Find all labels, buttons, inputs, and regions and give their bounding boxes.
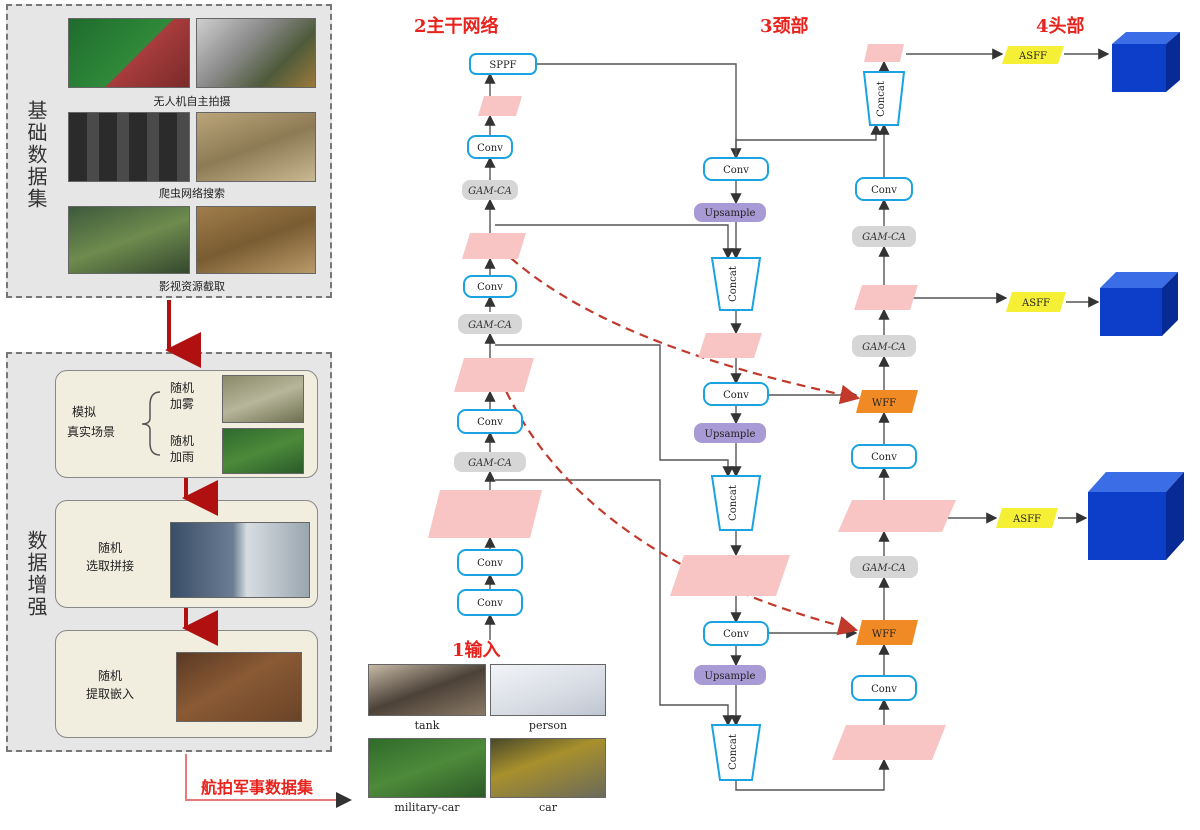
conv-label-r3: Conv (871, 185, 897, 196)
conv-label-b2: Conv (477, 282, 503, 293)
feature-map-r1 (832, 725, 946, 760)
concat-label-r1: Concat (876, 81, 887, 117)
output-cube-small (1112, 32, 1180, 92)
feature-map-n1 (698, 333, 762, 358)
conv-label-r1: Conv (871, 684, 897, 695)
gam-label-r1: GAM-CA (862, 563, 906, 574)
gam-label-r3: GAM-CA (862, 232, 906, 243)
conv-label-b4: Conv (477, 558, 503, 569)
gam-label-r2: GAM-CA (862, 342, 906, 353)
wff-label-2: WFF (872, 629, 896, 640)
feature-map-r4 (864, 44, 904, 62)
concat-label-n1: Concat (728, 266, 739, 302)
upsample-label-n1: Upsample (705, 208, 756, 219)
sppf-label: SPPF (489, 60, 516, 71)
conv-label-b1: Conv (477, 143, 503, 154)
feature-map-b1 (478, 96, 522, 116)
upsample-label-n2: Upsample (705, 429, 756, 440)
asff-label-3: ASFF (1012, 514, 1041, 525)
upsample-label-n3: Upsample (705, 671, 756, 682)
gam-label-b1: GAM-CA (468, 186, 512, 197)
gam-label-b2: GAM-CA (468, 320, 512, 331)
conv-label-r2: Conv (871, 452, 897, 463)
wff-label-1: WFF (872, 398, 896, 409)
feature-map-b4 (428, 490, 542, 538)
concat-label-n2: Concat (728, 485, 739, 521)
output-cube-medium (1100, 272, 1178, 336)
conv-label-n1: Conv (723, 165, 749, 176)
conv-label-n3: Conv (723, 629, 749, 640)
feature-map-b2 (462, 233, 526, 259)
output-cube-large (1088, 472, 1184, 560)
gam-label-b3: GAM-CA (468, 458, 512, 469)
dashed-arrow-wff-1 (500, 248, 858, 398)
feature-map-r3 (854, 285, 918, 310)
conv-label-b3: Conv (477, 417, 503, 428)
concat-label-n3: Concat (728, 734, 739, 770)
asff-label-1: ASFF (1018, 51, 1047, 62)
conv-label-n2: Conv (723, 390, 749, 401)
feature-map-r2 (838, 500, 956, 532)
arrow-aug-to-dataset (186, 754, 350, 800)
brace (142, 392, 160, 455)
feature-map-n2 (670, 555, 790, 596)
asff-label-2: ASFF (1021, 298, 1050, 309)
conv-label-b5: Conv (477, 598, 503, 609)
feature-map-b3 (454, 358, 534, 392)
